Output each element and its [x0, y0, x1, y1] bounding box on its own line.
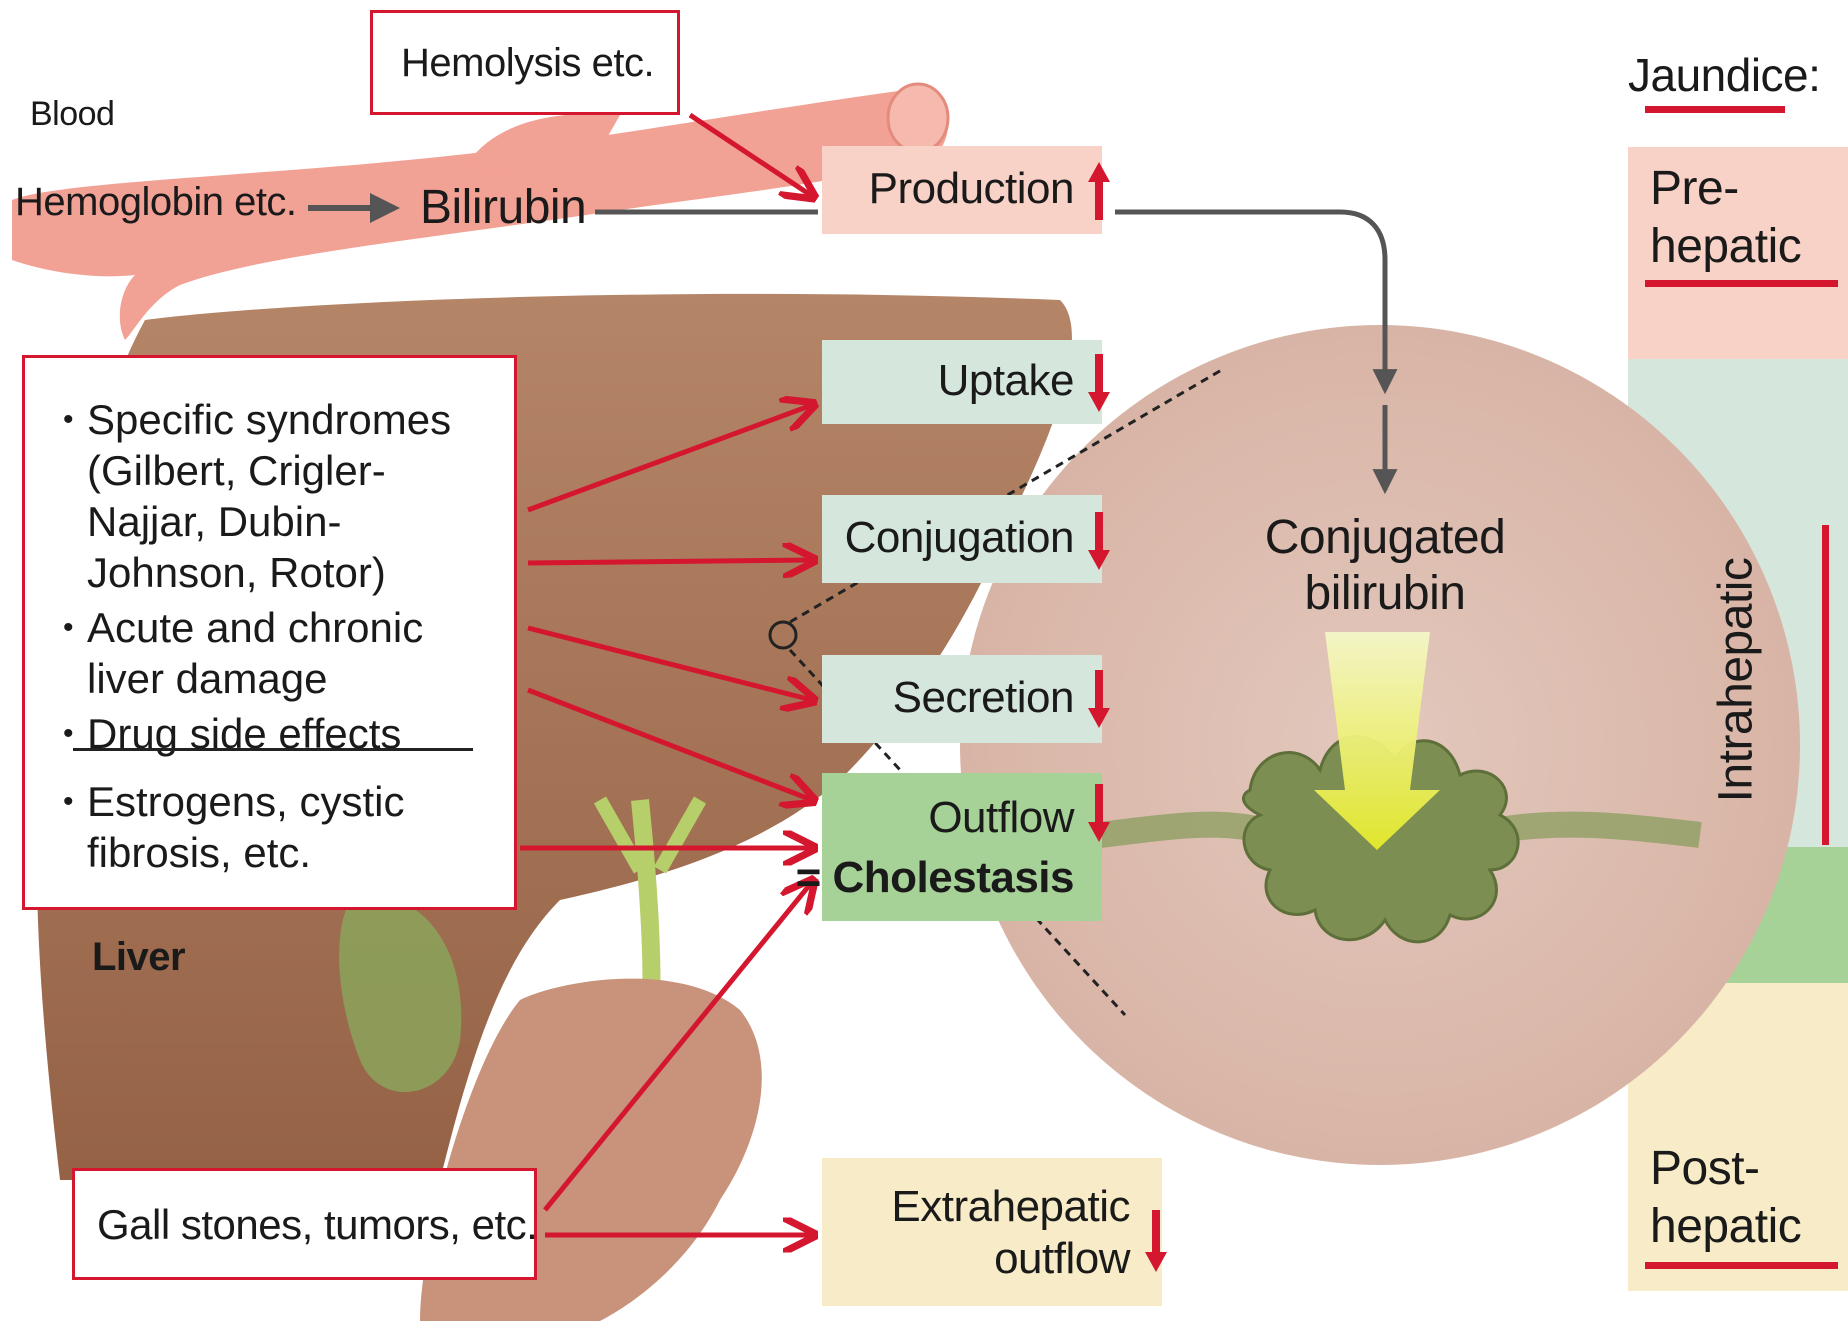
hemoglobin-label: Hemoglobin etc. — [15, 180, 297, 225]
cholestasis-box: Outflow = Cholestasis — [822, 773, 1102, 921]
arrow-down-icon — [1086, 668, 1112, 730]
other-causes-list: Estrogens, cystic fibrosis, etc. — [51, 776, 491, 878]
arrow-up-icon — [1086, 160, 1112, 222]
blood-label: Blood — [30, 95, 114, 134]
production-box: Production — [822, 146, 1102, 234]
gallstones-box: Gall stones, tumors, etc. — [72, 1168, 537, 1280]
conjugation-box: Conjugation — [822, 495, 1102, 583]
canaliculus-left — [1100, 825, 1260, 835]
bilirubin-label: Bilirubin — [420, 180, 586, 235]
conjugation-label: Conjugation — [845, 513, 1074, 563]
cause-item: Estrogens, cystic fibrosis, etc. — [51, 776, 491, 878]
intrahepatic-label: Intrahepatic — [1709, 558, 1764, 803]
cause-to-conjugation-arrow — [528, 560, 812, 563]
gallstones-label: Gall stones, tumors, etc. — [97, 1201, 537, 1249]
causes-divider — [73, 748, 473, 751]
arrow-down-icon — [1086, 352, 1112, 414]
cause-item: Drug side effects — [51, 708, 491, 759]
uptake-box: Uptake — [822, 340, 1102, 424]
cause-item: Specific syndromes (Gilbert, Crigler-Naj… — [51, 394, 491, 598]
liver-label: Liver — [92, 935, 185, 980]
extrahepatic-label: Extrahepatic — [891, 1182, 1130, 1232]
posthepatic-line2: hepatic — [1650, 1198, 1801, 1256]
jaundice-underline — [1645, 106, 1785, 113]
posthepatic-underline — [1645, 1262, 1838, 1269]
blood-vessel-opening — [888, 84, 948, 152]
production-label: Production — [869, 164, 1074, 214]
intrahepatic-bracket — [1822, 525, 1829, 845]
uptake-label: Uptake — [938, 356, 1074, 406]
conjugated-bilirubin-label: Conjugated bilirubin — [1240, 510, 1530, 622]
jaundice-title: Jaundice: — [1628, 48, 1820, 102]
causes-box: Specific syndromes (Gilbert, Crigler-Naj… — [22, 355, 517, 910]
secretion-box: Secretion — [822, 655, 1102, 743]
arrow-down-icon — [1143, 1208, 1169, 1274]
causes-list: Specific syndromes (Gilbert, Crigler-Naj… — [51, 394, 491, 759]
prehepatic-underline — [1645, 280, 1838, 287]
canaliculus-right — [1500, 825, 1700, 835]
prehepatic-line2: hepatic — [1650, 218, 1801, 276]
extrahepatic-box: Extrahepatic outflow — [822, 1158, 1162, 1306]
prehepatic-line1: Pre- — [1650, 160, 1801, 218]
posthepatic-line1: Post- — [1650, 1140, 1801, 1198]
hemolysis-box: Hemolysis etc. — [370, 10, 680, 115]
hemolysis-label: Hemolysis etc. — [401, 41, 654, 86]
arrow-down-icon — [1086, 782, 1112, 844]
outflow-label: Outflow — [928, 793, 1074, 843]
arrow-down-icon — [1086, 510, 1112, 572]
conjugated-line: Conjugated — [1240, 510, 1530, 566]
cholestasis-label: = Cholestasis — [796, 853, 1074, 903]
cause-item: Acute and chronic liver damage — [51, 602, 491, 704]
extrahepatic-outflow-label: outflow — [994, 1234, 1130, 1284]
bilirubin-line: bilirubin — [1240, 566, 1530, 622]
posthepatic-label: Post- hepatic — [1650, 1140, 1801, 1256]
prehepatic-label: Pre- hepatic — [1650, 160, 1801, 276]
secretion-label: Secretion — [893, 673, 1074, 723]
